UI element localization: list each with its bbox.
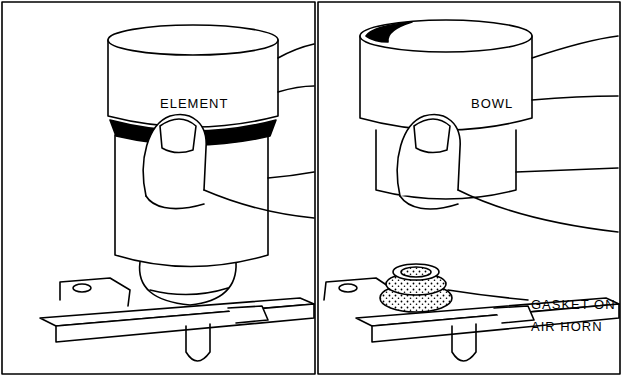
hand-finger [532, 96, 618, 100]
base-rail [56, 304, 314, 342]
fuel-hook [452, 324, 476, 361]
element-cap-top [108, 25, 278, 55]
thumbnail [414, 119, 450, 153]
mount-tab [60, 278, 130, 306]
panel-frame [2, 2, 315, 374]
part-label: GASKET ON AIR HORN [531, 294, 617, 338]
mount-hole [73, 284, 91, 292]
hand-finger [278, 86, 314, 92]
air-horn-opening [401, 267, 431, 277]
hand-finger [532, 36, 618, 58]
fuel-hook [186, 324, 210, 361]
panel-frame [318, 2, 620, 374]
left-panel [40, 25, 314, 361]
part-label: BOWL [471, 93, 551, 115]
thumbnail [160, 119, 196, 153]
element-base [150, 288, 228, 295]
hand-palm [204, 190, 314, 218]
element-base [140, 262, 236, 305]
hand-finger [268, 172, 314, 178]
right-panel [324, 20, 619, 361]
mount-hole [339, 284, 357, 292]
hand-finger [278, 44, 314, 58]
mount-tab [494, 306, 534, 323]
leader-line [448, 290, 528, 300]
mount-tab [228, 306, 268, 323]
bowl-interior-shadow [366, 22, 412, 42]
hand-palm [146, 196, 204, 209]
hand-palm [400, 196, 458, 209]
bowl-rim [360, 20, 532, 52]
air-horn-neck [393, 264, 439, 280]
hand-thumb [397, 115, 460, 196]
part-label: ELEMENT [160, 93, 270, 115]
hand-palm [458, 190, 618, 232]
hand-finger [516, 168, 618, 172]
hand-thumb [143, 115, 206, 196]
